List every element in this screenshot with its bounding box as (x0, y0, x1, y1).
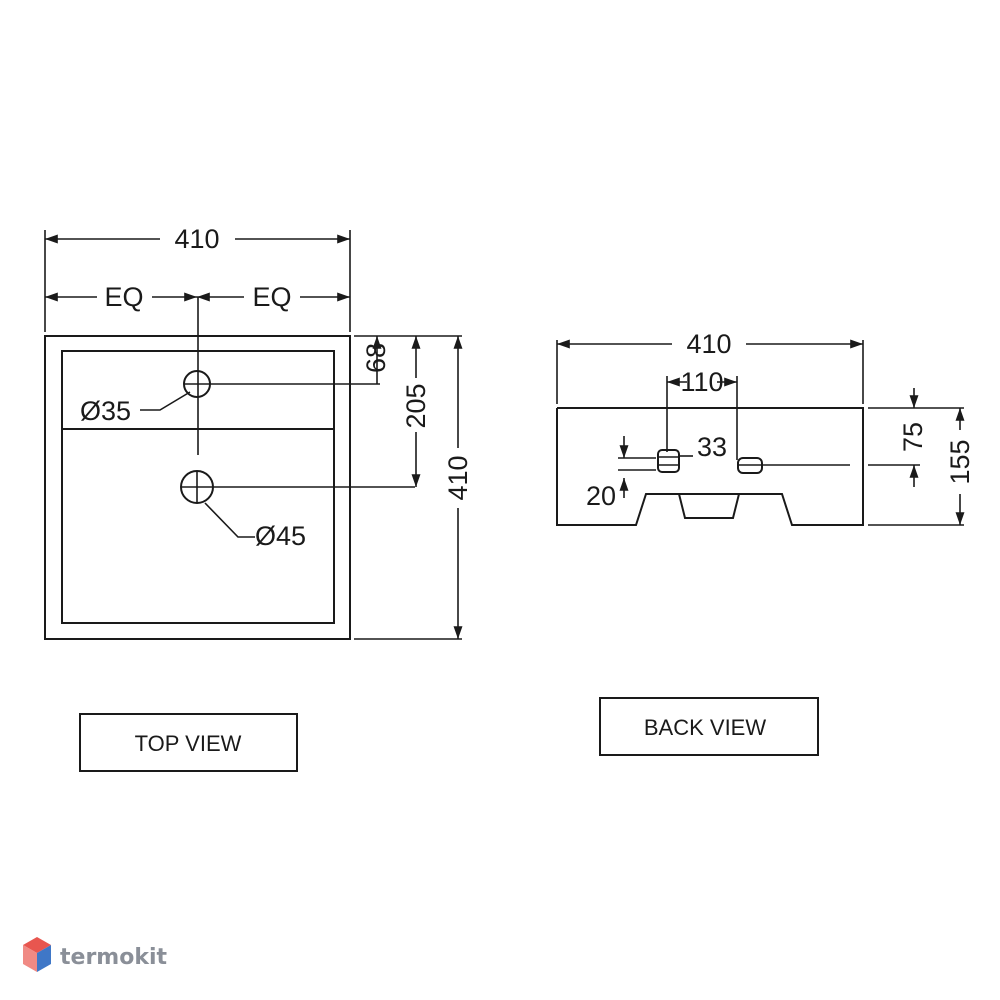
dim-75: 75 (898, 422, 928, 452)
basin-back-profile (556, 407, 864, 526)
top-view-caption: TOP VIEW (135, 731, 242, 756)
trap-opening (678, 493, 740, 519)
dim-155: 155 (945, 439, 975, 484)
dim-top-width: 410 (174, 224, 219, 254)
overflow-slot-left (657, 449, 680, 473)
dim-eq-left: EQ (104, 282, 143, 312)
dim-back-width: 410 (686, 329, 731, 359)
top-view-caption-box (79, 713, 298, 772)
back-view-caption-box (599, 697, 819, 756)
dim-20: 20 (586, 481, 616, 511)
dim-33: 33 (697, 432, 727, 462)
leader-line (204, 502, 255, 538)
hole-label-small: Ø35 (80, 396, 131, 426)
back-view-caption: BACK VIEW (644, 715, 766, 740)
brand-logo-icon (23, 937, 51, 972)
dim-68: 68 (361, 343, 391, 373)
dim-top-depth: 410 (443, 455, 473, 500)
dim-110: 110 (680, 367, 723, 397)
dim-eq-right: EQ (252, 282, 291, 312)
leader-line (140, 391, 191, 411)
top-view: 410 EQ EQ Ø35 Ø45 68 205 410 (44, 224, 473, 772)
brand-name: termokit (60, 945, 167, 970)
dim-205: 205 (401, 383, 431, 428)
back-view: 410 110 33 20 75 155 (556, 329, 975, 756)
brand-watermark: termokit (23, 937, 167, 972)
hole-label-large: Ø45 (255, 521, 306, 551)
